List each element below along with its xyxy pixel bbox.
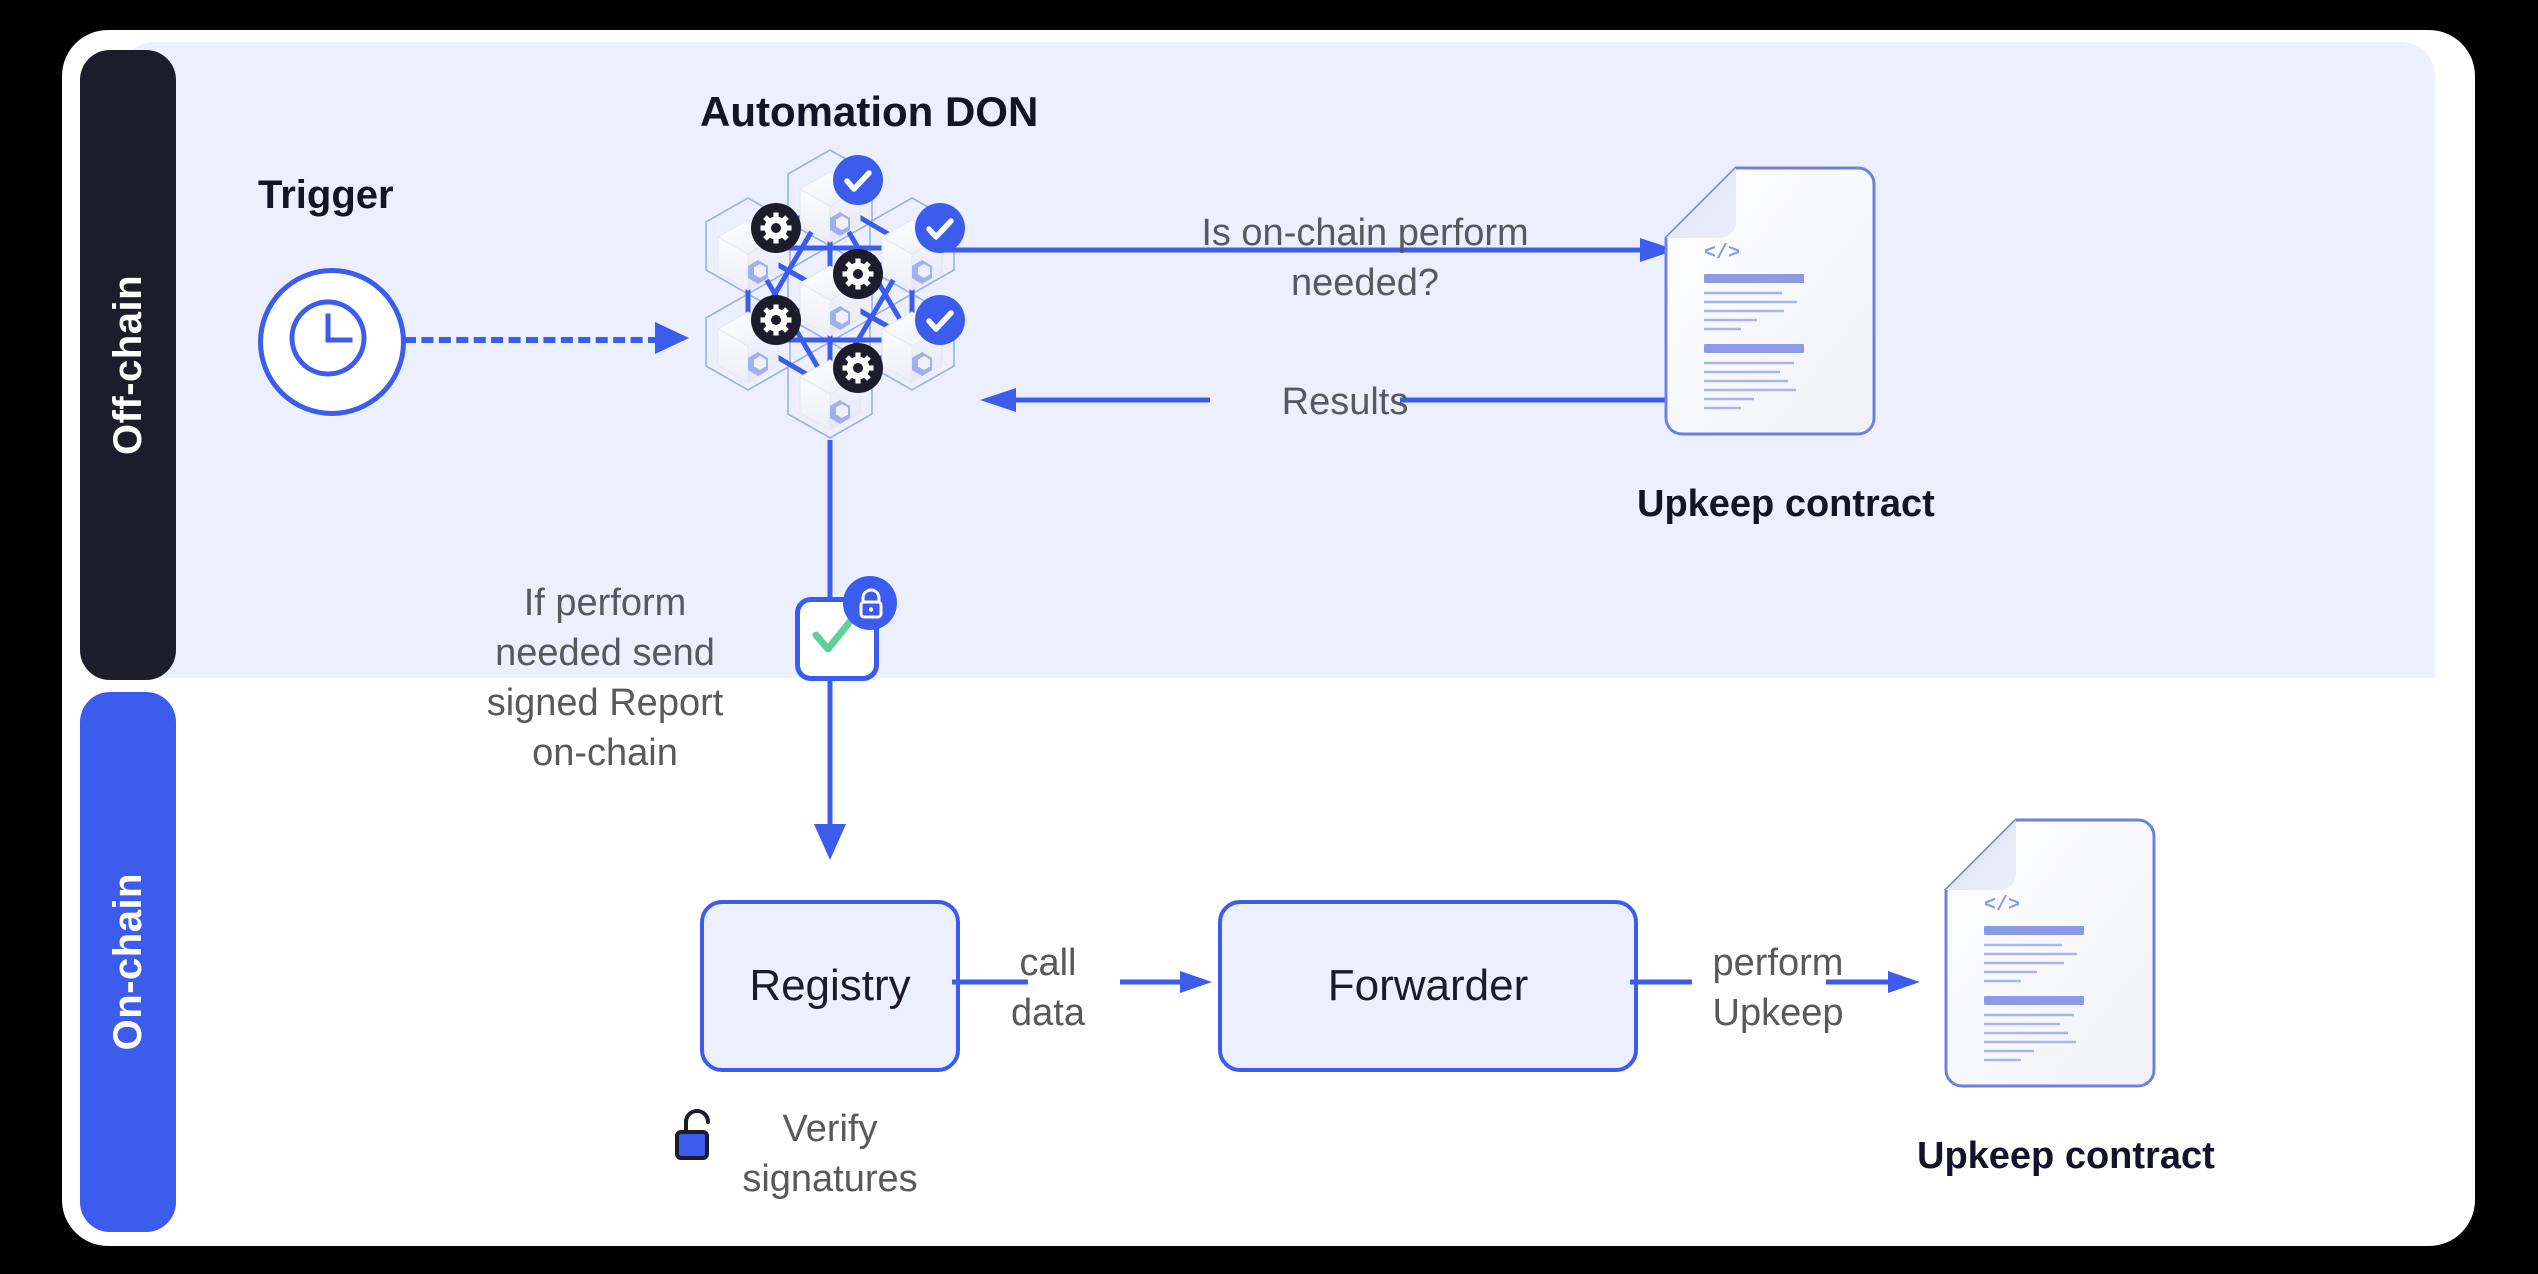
upkeep-to-don-results-arrow (980, 388, 1680, 412)
results-label: Results (1281, 381, 1409, 423)
registry-to-forwarder-arrow (952, 971, 1212, 993)
upkeep-contract-label-onchain: Upkeep contract (1917, 1135, 2215, 1177)
upkeep-contract-doc-icon-offchain: </> (1664, 166, 1876, 436)
forwarder-label: Forwarder (1327, 961, 1529, 1010)
trigger-to-don-dashed-line (404, 337, 660, 343)
verify-signatures-label: Verify signatures (742, 1108, 918, 1201)
forwarder-to-upkeep-arrow (1630, 971, 1920, 993)
unlock-icon (675, 1109, 710, 1160)
clock-icon (289, 299, 367, 377)
offchain-region-panel (120, 42, 2435, 678)
upkeep-contract-label-offchain: Upkeep contract (1637, 483, 1935, 525)
registry-label: Registry (749, 961, 911, 1010)
doc-code-glyph-onchain: </> (1984, 894, 2020, 917)
doc-code-glyph-offchain: </> (1704, 242, 1740, 265)
don-to-upkeep-query-arrow (940, 238, 1676, 262)
don-node-check-badges (833, 155, 965, 345)
forwarder-box[interactable]: Forwarder (1218, 900, 1638, 1072)
trigger-clock-outer-ring (258, 268, 406, 416)
don-node-cubes (716, 171, 944, 431)
trigger-to-don-arrowhead (655, 322, 689, 354)
registry-box[interactable]: Registry (700, 900, 960, 1072)
lane-label-onchain: On-chain (80, 692, 176, 1232)
upkeep-contract-doc-icon-onchain: </> (1944, 818, 2156, 1088)
lock-icon (859, 588, 883, 619)
query-label: Is on-chain perform needed? (1201, 212, 1529, 305)
perform-upkeep-label: perform Upkeep (1712, 942, 1844, 1035)
don-node-gear-badges (751, 203, 883, 393)
send-report-label: If perform needed send signed Report on-… (486, 582, 724, 775)
lane-label-onchain-text: On-chain (105, 873, 150, 1051)
lane-label-offchain-text: Off-chain (105, 274, 150, 456)
signed-report-check-icon (812, 615, 856, 653)
trigger-label: Trigger (258, 173, 394, 217)
call-data-label: call data (1011, 942, 1085, 1035)
don-network-graph (705, 149, 965, 439)
lane-label-offchain: Off-chain (80, 50, 176, 680)
don-title: Automation DON (700, 88, 1039, 135)
